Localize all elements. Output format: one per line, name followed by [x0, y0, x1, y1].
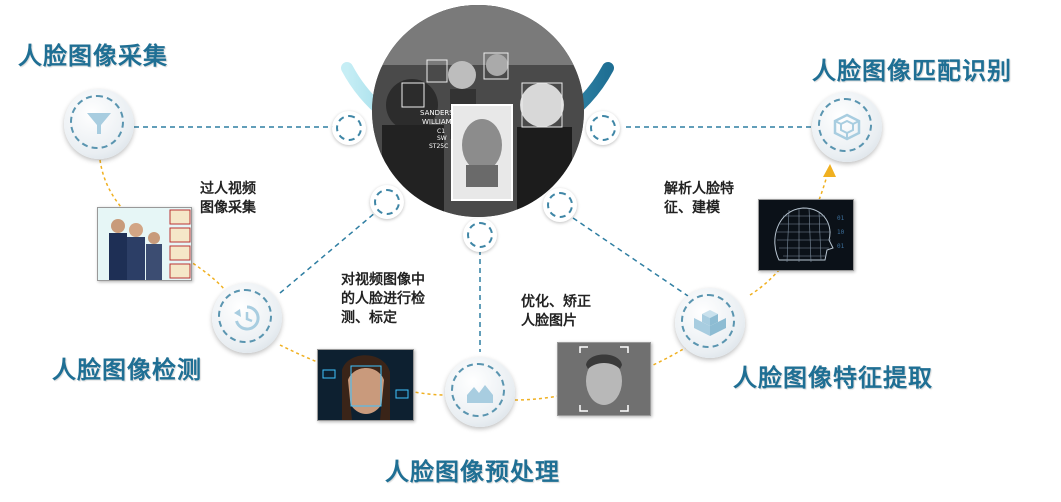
flow-acquisition-detection — [99, 159, 226, 291]
note-line: 过人视频 — [200, 181, 256, 197]
step-title-acquisition: 人脸图像采集 — [18, 42, 168, 70]
arc-node-matching — [586, 111, 620, 145]
arc-node-acquisition — [332, 111, 366, 145]
note-line: 图像采集 — [200, 200, 256, 216]
link-extraction — [572, 217, 689, 297]
cubes-icon — [694, 310, 726, 336]
refresh-clock-icon — [234, 305, 260, 331]
photo-name-line1: SANDERS — [420, 109, 454, 117]
step-title-preprocessing: 人脸图像预处理 — [385, 458, 560, 486]
photo-code3: ST25C — [429, 143, 448, 150]
photo-name-line2: WILLIAM — [422, 118, 452, 126]
3d-face-model-photo: 01 10 01 — [758, 199, 854, 271]
funnel-icon — [87, 113, 111, 134]
node-acquisition — [64, 89, 134, 159]
woman-face-detection-photo — [317, 349, 414, 421]
step-title-extraction: 人脸图像特征提取 — [733, 364, 933, 392]
note-line: 征、建模 — [664, 200, 720, 216]
node-extraction — [675, 288, 745, 358]
note-line: 对视频图像中 — [341, 272, 425, 288]
note-detection: 对视频图像中 的人脸进行检 测、标定 — [341, 271, 425, 328]
note-line: 优化、矫正 — [521, 294, 591, 310]
node-matching — [812, 92, 882, 162]
area-chart-icon — [467, 385, 493, 403]
step-title-detection: 人脸图像检测 — [52, 356, 202, 384]
node-detection — [212, 283, 282, 353]
note-line: 人脸图片 — [521, 313, 577, 329]
people-camera-photo — [97, 207, 192, 281]
photo-code2: SW — [437, 135, 447, 142]
note-acquisition: 过人视频 图像采集 — [200, 180, 256, 218]
svg-text:10: 10 — [837, 229, 845, 236]
arc-node-detection — [370, 185, 404, 219]
man-face-scan-photo — [557, 342, 651, 416]
center-crowd-photo: SANDERS WILLIAM C1 SW ST25C — [372, 5, 584, 217]
note-preprocessing: 优化、矫正 人脸图片 — [521, 293, 591, 331]
step-title-matching: 人脸图像匹配识别 — [812, 57, 1012, 85]
note-extraction: 解析人脸特 征、建模 — [664, 180, 734, 218]
svg-text:01: 01 — [837, 243, 845, 250]
note-line: 的人脸进行检 — [341, 291, 425, 307]
photo-code1: C1 — [437, 128, 445, 135]
flow-arrow-head — [823, 164, 836, 177]
node-preprocessing — [445, 357, 515, 427]
arc-node-preprocessing — [463, 218, 497, 252]
link-detection — [279, 206, 383, 294]
arc-node-extraction — [543, 188, 577, 222]
wireframe-cube-icon — [833, 113, 861, 141]
note-line: 测、标定 — [341, 310, 397, 326]
note-line: 解析人脸特 — [664, 181, 734, 197]
svg-text:01: 01 — [837, 215, 845, 222]
